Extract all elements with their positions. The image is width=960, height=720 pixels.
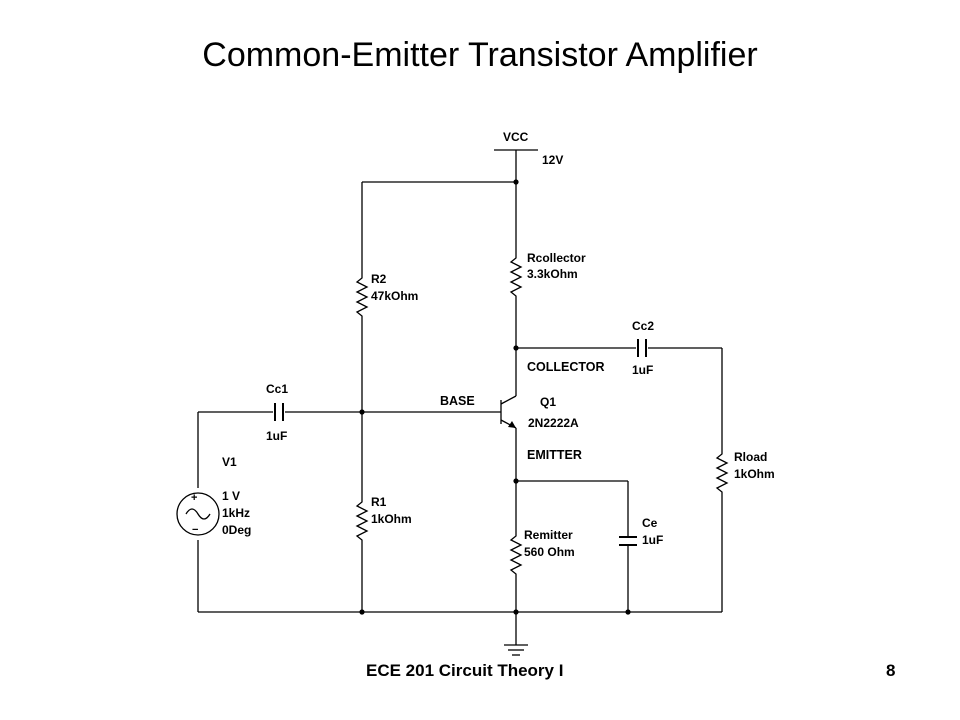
cc1-value: 1uF <box>266 429 287 443</box>
r1-zigzag <box>355 496 369 542</box>
remitter-name: Remitter <box>524 528 573 542</box>
r2-name: R2 <box>371 272 387 286</box>
junction-ground-main <box>513 609 519 615</box>
resistor-rload: Rload 1kOhm <box>715 448 775 494</box>
remitter-zigzag <box>509 530 523 576</box>
rload-zigzag <box>715 448 729 494</box>
rcollector-zigzag <box>509 252 523 300</box>
v1-frequency: 1kHz <box>222 506 250 520</box>
vcc-label: VCC <box>503 130 529 144</box>
capacitor-ce: Ce 1uF <box>619 516 663 547</box>
cc2-value: 1uF <box>632 363 653 377</box>
v1-phase: 0Deg <box>222 523 251 537</box>
capacitor-cc2: Cc2 1uF <box>632 319 654 377</box>
junction-ground-r1 <box>359 609 365 615</box>
q1-name: Q1 <box>540 395 556 409</box>
v1-minus: − <box>192 524 198 536</box>
net-label-emitter: EMITTER <box>527 448 582 462</box>
slide-title: Common-Emitter Transistor Amplifier <box>202 36 758 74</box>
junction-vcc <box>513 179 519 185</box>
r2-value: 47kOhm <box>371 289 418 303</box>
footer-course-name: ECE 201 Circuit Theory I <box>366 661 564 680</box>
rload-value: 1kOhm <box>734 467 775 481</box>
rcollector-value: 3.3kOhm <box>527 267 578 281</box>
junction-emitter <box>513 478 519 484</box>
net-labels: BASE COLLECTOR EMITTER <box>440 360 605 462</box>
ce-name: Ce <box>642 516 658 530</box>
resistor-r2: R2 47kOhm <box>355 272 418 318</box>
q1-part: 2N2222A <box>528 416 579 430</box>
r1-name: R1 <box>371 495 387 509</box>
remitter-value: 560 Ohm <box>524 545 575 559</box>
rcollector-name: Rcollector <box>527 251 586 265</box>
v1-name: V1 <box>222 455 237 469</box>
net-label-base: BASE <box>440 394 475 408</box>
q1-collector-lead <box>500 395 517 405</box>
vcc-value: 12V <box>542 153 563 167</box>
junction-ground-ce <box>625 609 631 615</box>
cc1-name: Cc1 <box>266 382 288 396</box>
resistor-rcollector: Rcollector 3.3kOhm <box>509 251 586 300</box>
v1-sine-icon <box>185 508 211 520</box>
junctions <box>359 179 631 615</box>
transistor-q1: Q1 2N2222A <box>500 395 579 430</box>
ce-value: 1uF <box>642 533 663 547</box>
footer-page-number: 8 <box>886 661 896 680</box>
ground-icon <box>504 644 528 656</box>
q1-emitter-arrow <box>508 421 516 428</box>
resistor-remitter: Remitter 560 Ohm <box>509 528 575 576</box>
v1-amplitude: 1 V <box>222 489 240 503</box>
v1-circle <box>176 492 220 536</box>
junction-base <box>359 409 365 415</box>
ac-source-v1: + − V1 1 V 1kHz 0Deg <box>176 455 251 537</box>
junction-collector <box>513 345 519 351</box>
capacitor-cc1: Cc1 1uF <box>266 382 288 443</box>
net-label-collector: COLLECTOR <box>527 360 605 374</box>
rload-name: Rload <box>734 450 767 464</box>
cc2-name: Cc2 <box>632 319 654 333</box>
r2-zigzag <box>355 272 369 318</box>
r1-value: 1kOhm <box>371 512 412 526</box>
vcc-supply: VCC 12V <box>494 130 563 167</box>
v1-plus: + <box>191 492 197 504</box>
resistor-r1: R1 1kOhm <box>355 495 412 542</box>
